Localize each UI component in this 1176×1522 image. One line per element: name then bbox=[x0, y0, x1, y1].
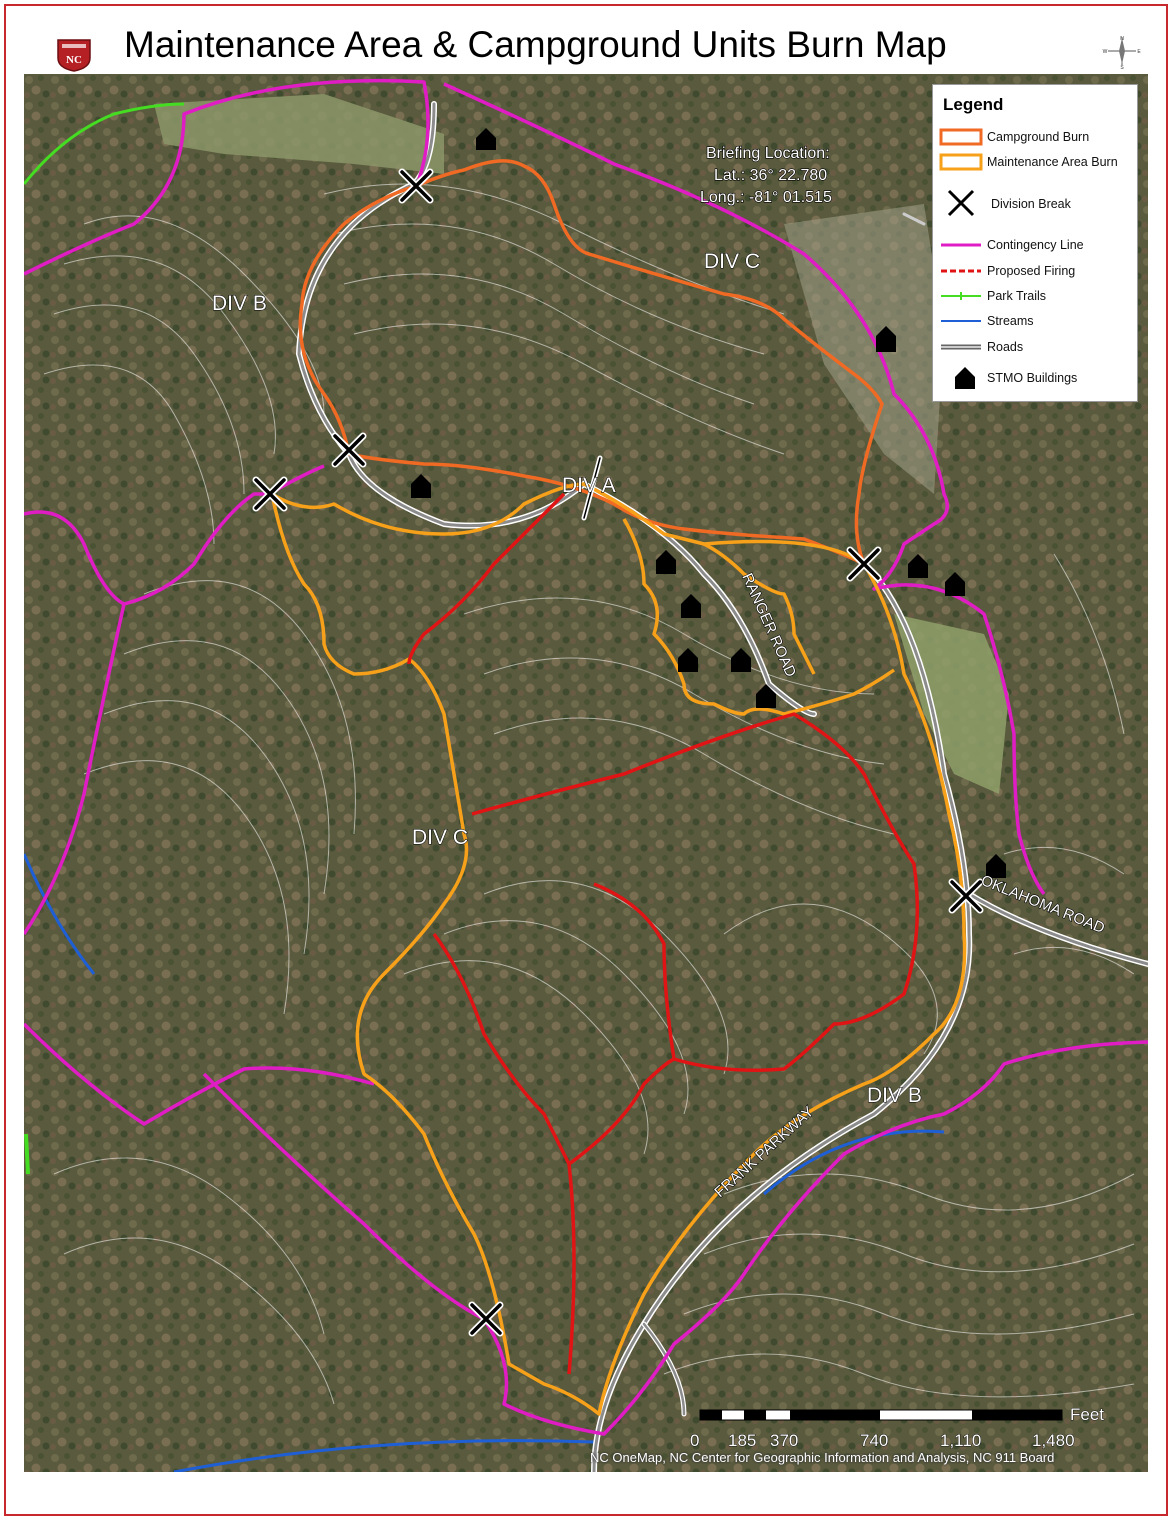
svg-text:S: S bbox=[1120, 65, 1124, 70]
building-icon bbox=[656, 550, 676, 574]
svg-text:0: 0 bbox=[690, 1431, 699, 1450]
division-break-icon bbox=[947, 189, 975, 217]
svg-text:740: 740 bbox=[860, 1431, 888, 1450]
legend-item-stmo-buildings: STMO Buildings bbox=[933, 365, 1139, 391]
legend-item-maintenance-area-burn: Maintenance Area Burn bbox=[933, 152, 1139, 172]
building-icon bbox=[476, 128, 496, 150]
building-icon bbox=[731, 648, 751, 672]
building-icon bbox=[876, 326, 896, 352]
label-div-c-mid: DIV C bbox=[412, 826, 468, 849]
division-break-icon[interactable] bbox=[331, 432, 367, 468]
svg-text:W: W bbox=[1103, 49, 1108, 55]
division-break-icon[interactable] bbox=[846, 546, 882, 582]
legend-item-contingency-line: Contingency Line bbox=[941, 238, 1084, 252]
meadow-top bbox=[154, 94, 444, 174]
svg-text:NC: NC bbox=[66, 54, 82, 66]
svg-text:185: 185 bbox=[728, 1431, 756, 1450]
division-break-icon[interactable] bbox=[398, 168, 434, 204]
svg-text:1,110: 1,110 bbox=[940, 1431, 981, 1450]
division-break-icon[interactable] bbox=[948, 878, 984, 914]
label-div-a: DIV A bbox=[562, 474, 616, 497]
label-briefing-3: Long.: -81° 01.515 bbox=[700, 189, 832, 206]
division-break-icon[interactable] bbox=[468, 1301, 504, 1337]
building-icon bbox=[678, 648, 698, 672]
building-icon bbox=[986, 854, 1006, 878]
legend-item-proposed-firing: Proposed Firing bbox=[941, 264, 1076, 278]
map-frame bbox=[4, 4, 1168, 1516]
legend-item-roads: Roads bbox=[941, 340, 1024, 354]
division-break-icon[interactable] bbox=[252, 476, 288, 512]
stream-east bbox=[763, 1129, 945, 1196]
meadow-east bbox=[894, 614, 1009, 794]
page-title: Maintenance Area & Campground Units Burn… bbox=[124, 24, 947, 65]
legend-title: Legend bbox=[943, 95, 1004, 114]
legend-item-division-break: Division Break bbox=[933, 189, 1139, 219]
proposed-firing-lines bbox=[407, 492, 920, 1375]
legend-item-streams: Streams bbox=[941, 314, 1034, 328]
label-briefing-1: Briefing Location: bbox=[706, 145, 830, 162]
building-icon bbox=[756, 684, 776, 708]
division-breaks bbox=[252, 168, 984, 1337]
park-trail-nw bbox=[22, 102, 185, 185]
stmo-buildings bbox=[411, 128, 1006, 878]
svg-text:1,480: 1,480 bbox=[1032, 1431, 1075, 1450]
building-icon bbox=[411, 474, 431, 498]
building-icon bbox=[955, 367, 975, 389]
building-icon bbox=[681, 594, 701, 618]
campground-area bbox=[784, 204, 944, 494]
label-div-b-bottom: DIV B bbox=[867, 1084, 922, 1107]
contingency-line bbox=[22, 78, 1149, 1436]
scale-bar: Feet 0 185 370 740 1,110 1,480 bbox=[690, 1405, 1105, 1451]
roads bbox=[295, 101, 1151, 1475]
svg-text:Feet: Feet bbox=[1070, 1405, 1104, 1424]
stream-south bbox=[173, 1439, 595, 1474]
division-break-slash bbox=[581, 455, 603, 521]
nc-parks-logo: NC bbox=[54, 36, 94, 77]
legend-item-park-trails: Park Trails bbox=[941, 289, 1047, 303]
data-credit: NC OneMap, NC Center for Geographic Info… bbox=[590, 1450, 1055, 1465]
svg-text:N: N bbox=[1120, 36, 1124, 42]
building-icon bbox=[945, 572, 965, 596]
building-icon bbox=[908, 554, 928, 578]
north-arrow-icon: N S W E bbox=[1100, 34, 1144, 75]
svg-text:E: E bbox=[1137, 49, 1141, 55]
maintenance-area-burn-boundary bbox=[270, 482, 967, 1416]
park-trail-w bbox=[24, 1133, 30, 1175]
label-briefing-2: Lat.: 36° 22.780 bbox=[714, 167, 827, 184]
svg-text:370: 370 bbox=[770, 1431, 798, 1450]
legend-item-campground-burn: Campground Burn bbox=[933, 127, 1139, 147]
stream-west bbox=[22, 853, 96, 975]
label-div-c-top: DIV C bbox=[704, 250, 760, 273]
label-div-b-top: DIV B bbox=[212, 292, 267, 315]
map-legend: Legend Campground Burn Maintenance Area … bbox=[932, 84, 1138, 402]
